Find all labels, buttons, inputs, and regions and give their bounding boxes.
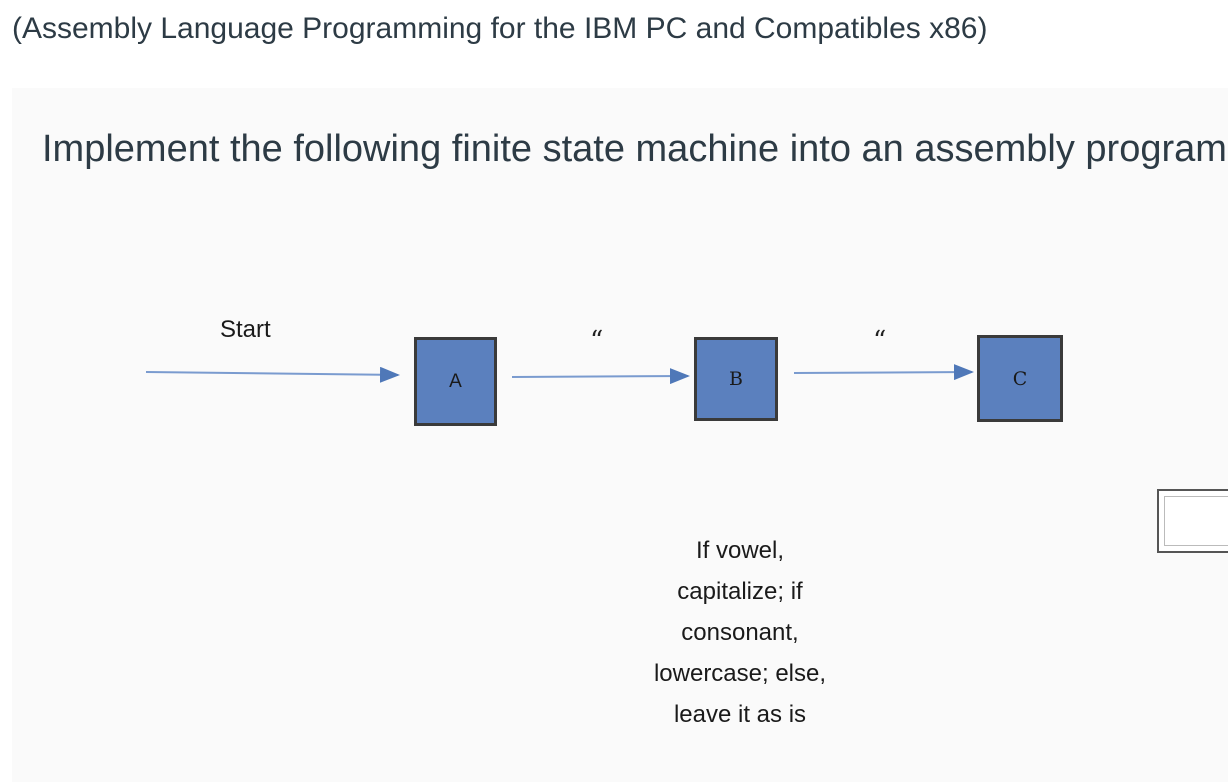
state-a-label: A: [449, 370, 462, 392]
side-textbox-inner: [1164, 496, 1228, 546]
state-b: B: [694, 337, 778, 421]
question-prompt: Implement the following finite state mac…: [42, 128, 1228, 170]
state-c-label: C: [1012, 367, 1028, 390]
state-b-note: If vowel, capitalize; if consonant, lowe…: [620, 530, 860, 735]
transition-label-a-b: “: [590, 326, 604, 356]
side-textbox: [1157, 489, 1228, 553]
transition-label-b-c: “: [873, 326, 887, 356]
arrow-b-to-c: [793, 364, 974, 381]
page-title: (Assembly Language Programming for the I…: [12, 12, 988, 45]
state-c: C: [977, 335, 1063, 422]
state-b-label: B: [729, 368, 743, 390]
question-panel: [12, 88, 1228, 782]
state-a: A: [414, 337, 497, 426]
note-line: capitalize; if: [677, 578, 803, 605]
arrow-start-to-a: [145, 366, 400, 383]
note-line: lowercase; else,: [653, 660, 827, 687]
note-line: leave it as is: [673, 701, 807, 728]
note-line: consonant,: [681, 619, 799, 646]
start-label: Start: [220, 316, 271, 343]
arrow-a-to-b: [511, 368, 690, 385]
note-line: If vowel,: [695, 537, 785, 564]
